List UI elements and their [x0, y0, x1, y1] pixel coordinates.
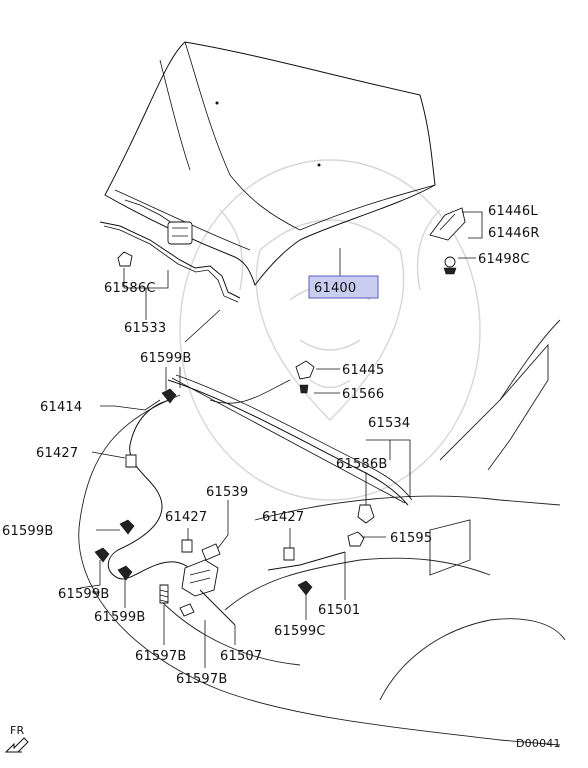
label-61599B-top[interactable]: 61599B [140, 351, 191, 366]
label-61446R[interactable]: 61446R [488, 226, 540, 241]
bolt-61597B-b [179, 603, 195, 617]
label-61539[interactable]: 61539 [206, 485, 248, 500]
label-61498C[interactable]: 61498C [478, 252, 530, 267]
label-61507[interactable]: 61507 [220, 649, 262, 664]
hood-lock-61507 [181, 543, 236, 626]
label-61586C[interactable]: 61586C [104, 281, 156, 296]
label-61599B-1[interactable]: 61599B [2, 524, 53, 539]
label-61599B-2[interactable]: 61599B [58, 587, 109, 602]
leader-lines [79, 211, 483, 668]
hood-panel [104, 41, 436, 287]
label-61446L[interactable]: 61446L [488, 204, 538, 219]
clip-61599B-2 [94, 547, 110, 563]
label-61400[interactable]: 61400 [314, 281, 356, 296]
label-61427-left[interactable]: 61427 [36, 446, 78, 461]
front-arrow-icon [4, 737, 29, 753]
label-61586B[interactable]: 61586B [336, 457, 387, 472]
label-61597B-b[interactable]: 61597B [176, 672, 227, 687]
stay-rod-61501 [267, 551, 346, 571]
label-61445[interactable]: 61445 [342, 363, 384, 378]
label-61427-right[interactable]: 61427 [262, 510, 304, 525]
label-61427-mid[interactable]: 61427 [165, 510, 207, 525]
label-61599B-3[interactable]: 61599B [94, 610, 145, 625]
weatherstrip-61534 [167, 379, 409, 506]
grommet-61427-left [125, 454, 137, 468]
clip-61599B-3 [117, 565, 133, 581]
label-61501[interactable]: 61501 [318, 603, 360, 618]
highlight-61400 [308, 275, 379, 299]
clip-61586B [357, 504, 375, 524]
grommet-61427-right [283, 547, 295, 561]
front-indicator-label: FR [10, 724, 25, 737]
clip-61599B-1 [119, 519, 135, 535]
release-cable-61414 [107, 399, 201, 581]
bolt-61597B-a [159, 584, 169, 604]
clip-61586C [117, 251, 133, 267]
label-61566[interactable]: 61566 [342, 387, 384, 402]
label-61595[interactable]: 61595 [390, 531, 432, 546]
hood-seal-61533 [99, 221, 241, 299]
label-61599C[interactable]: 61599C [274, 624, 326, 639]
holder-61595 [347, 531, 365, 547]
vehicle-body-outline [78, 319, 566, 746]
label-61534[interactable]: 61534 [368, 416, 410, 431]
release-handle-61539 [201, 543, 221, 561]
clip-61599C [297, 580, 313, 596]
label-61533[interactable]: 61533 [124, 321, 166, 336]
stay-clip-61445 [295, 360, 315, 394]
manufacturer-watermark [179, 159, 481, 501]
clip-61599B-top [161, 388, 177, 404]
grommet-61427-mid [181, 539, 193, 553]
label-61597B-a[interactable]: 61597B [135, 649, 186, 664]
label-61414[interactable]: 61414 [40, 400, 82, 415]
diagram-code: D00041 [516, 737, 561, 750]
hood-hinge [429, 207, 466, 275]
